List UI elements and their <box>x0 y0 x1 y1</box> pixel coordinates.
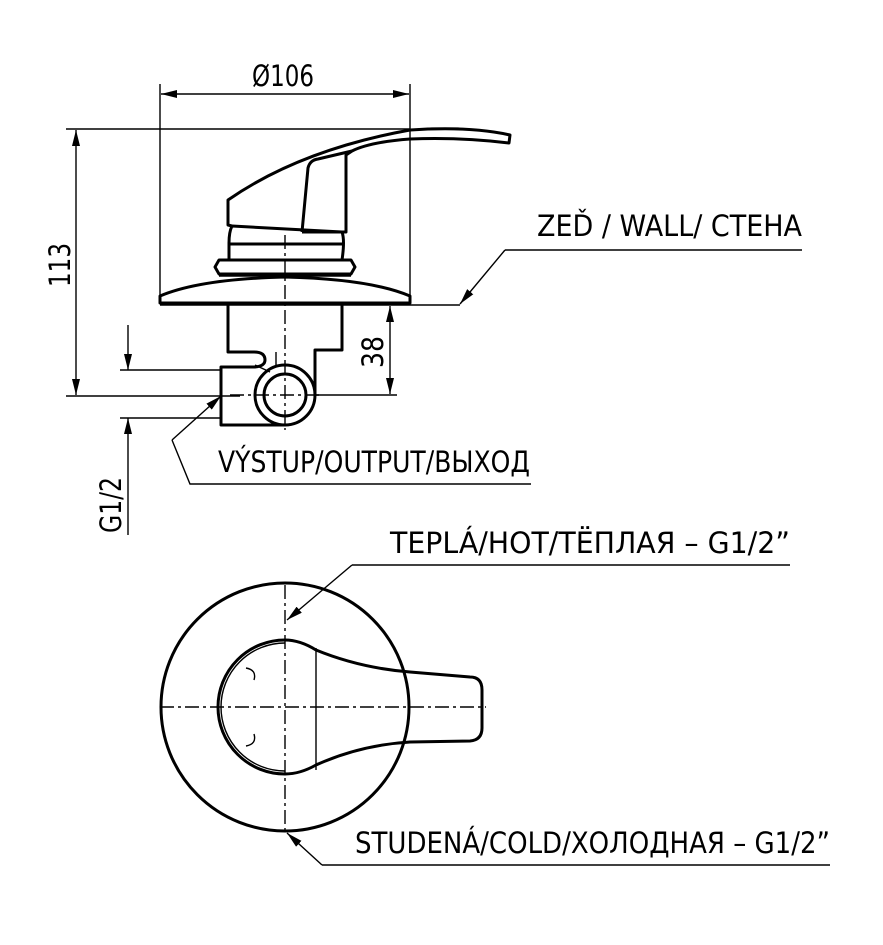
thread-label: G1/2 <box>94 477 128 533</box>
hot-label: TEPLÁ/HOT/TЁПЛАЯ – G1/2” <box>389 526 790 560</box>
side-view: Ø106 113 ZEĎ / WALL/ СТЕНА <box>43 59 802 535</box>
depth-dimension: 38 <box>315 306 397 396</box>
front-view: TEPLÁ/HOT/TЁПЛАЯ – G1/2” STUDENÁ/COLD/ХО… <box>159 526 830 866</box>
depth-label: 38 <box>356 336 390 368</box>
height-label: 113 <box>43 243 77 287</box>
cold-label: STUDENÁ/COLD/ХОЛОДНАЯ – G1/2” <box>355 826 830 860</box>
wall-callout: ZEĎ / WALL/ СТЕНА <box>160 209 802 306</box>
output-callout: VÝSTUP/OUTPUT/ВЫХОД <box>171 395 531 485</box>
diameter-label: Ø106 <box>252 59 314 93</box>
cold-callout: STUDENÁ/COLD/ХОЛОДНАЯ – G1/2” <box>286 826 830 866</box>
thread-dimension: G1/2 <box>94 325 221 535</box>
height-dimension: 113 <box>43 128 410 397</box>
lever-outline <box>216 638 484 776</box>
wall-label: ZEĎ / WALL/ СТЕНА <box>537 209 802 243</box>
hot-callout: TEPLÁ/HOT/TЁПЛАЯ – G1/2” <box>286 526 790 621</box>
mixer-side-outline <box>158 127 512 430</box>
diameter-dimension: Ø106 <box>159 59 411 303</box>
output-label: VÝSTUP/OUTPUT/ВЫХОД <box>218 445 530 479</box>
